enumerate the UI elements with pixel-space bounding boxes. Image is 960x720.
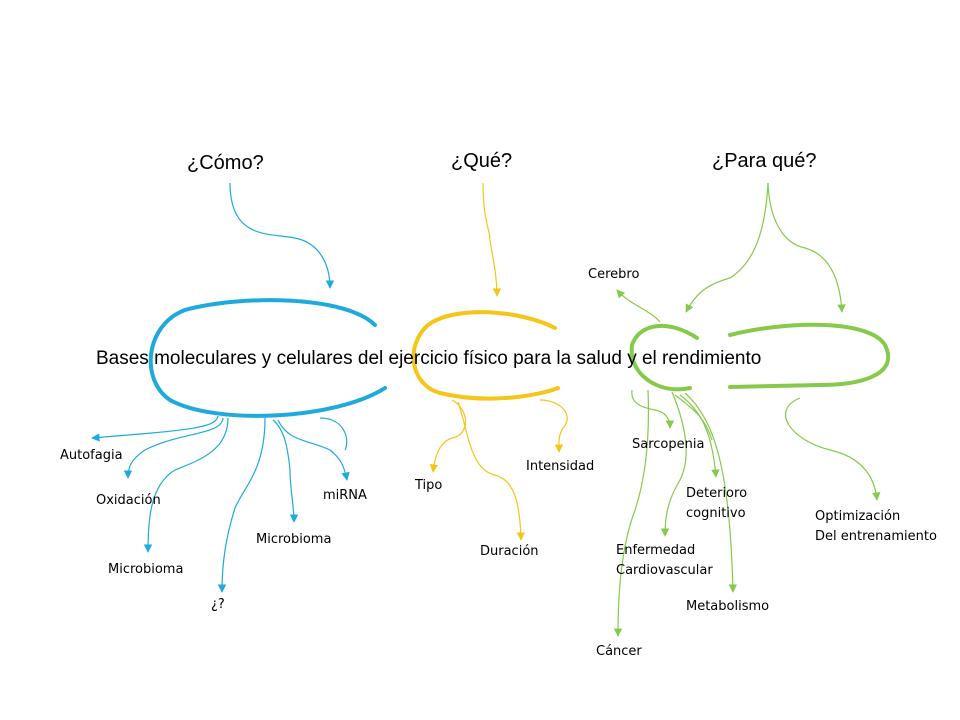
arrow-extra-blue — [319, 417, 348, 451]
arrow-deterioro — [679, 394, 720, 478]
arrow-metabolismo — [684, 392, 738, 593]
arrow-oxidacion — [123, 417, 224, 479]
label-microbioma-left: Microbioma — [108, 562, 184, 577]
arrow-cerebro — [616, 289, 661, 323]
arrow-optimizacion — [785, 397, 881, 501]
label-optimizacion: Optimización Del entrenamiento — [815, 507, 937, 547]
como-arrow — [229, 182, 335, 289]
arrow-cancer — [613, 389, 650, 637]
main-title: Bases moleculares y celulares del ejerci… — [96, 348, 762, 369]
para-que-arrow-right — [767, 182, 846, 313]
label-optimizacion-line1: Optimización — [815, 509, 901, 524]
label-deterioro-line1: Deterioro — [686, 486, 748, 501]
arrow-autofagia — [91, 415, 219, 442]
header-que: ¿Qué? — [451, 150, 513, 172]
label-deterioro-line2: cognitivo — [686, 506, 746, 521]
label-enfermedad-cardiovascular: Enfermedad Cardiovascular — [616, 541, 713, 581]
que-arrow — [482, 182, 502, 297]
header-como: ¿Cómo? — [187, 152, 264, 174]
label-autofagia: Autofagia — [60, 448, 123, 463]
arrow-unknown — [217, 417, 266, 593]
arrow-enfermedad — [660, 391, 687, 537]
label-tipo: Tipo — [415, 478, 443, 493]
label-oxidacion: Oxidación — [96, 493, 161, 508]
label-cerebro: Cerebro — [588, 267, 640, 282]
label-microbioma-mid: Microbioma — [256, 532, 332, 547]
label-unknown: ¿? — [211, 597, 225, 612]
label-cancer: Cáncer — [596, 644, 642, 659]
label-sarcopenia: Sarcopenia — [632, 437, 705, 452]
label-mirna: miRNA — [323, 488, 367, 503]
arrow-extra-green — [674, 394, 713, 441]
arrow-microbioma-mid — [272, 419, 299, 523]
arrow-sarcopenia — [631, 389, 675, 429]
label-intensidad: Intensidad — [526, 459, 595, 474]
como-loop — [148, 298, 387, 418]
header-para-que: ¿Para qué? — [712, 150, 817, 172]
arrow-intensidad — [539, 399, 568, 453]
arrow-microbioma-left — [143, 417, 229, 553]
label-enfermedad-line2: Cardiovascular — [616, 563, 713, 578]
que-loop — [411, 310, 560, 401]
arrow-tipo — [429, 399, 467, 473]
para-que-arrow-left — [685, 182, 769, 313]
label-duracion: Duración — [480, 544, 539, 559]
arrow-duracion — [457, 401, 525, 541]
label-deterioro-cognitivo: Deterioro cognitivo — [686, 484, 747, 524]
label-optimizacion-line2: Del entrenamiento — [815, 529, 937, 544]
arrow-mirna — [277, 419, 350, 481]
label-enfermedad-line1: Enfermedad — [616, 543, 696, 558]
label-metabolismo: Metabolismo — [686, 599, 770, 614]
para-que-loop-left — [629, 324, 699, 392]
para-que-loop-right — [728, 322, 891, 389]
